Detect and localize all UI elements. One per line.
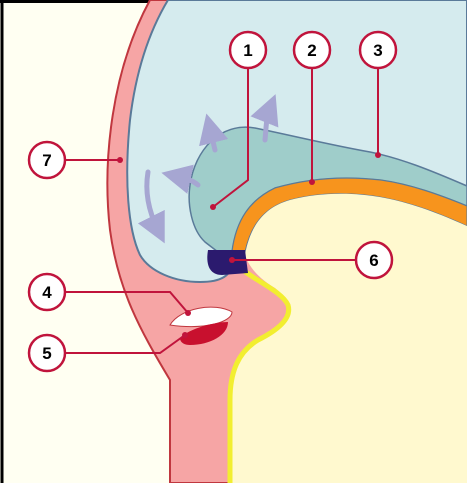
leader-dot-1 <box>210 204 216 210</box>
callout-5: 5 <box>29 335 65 371</box>
callout-2: 2 <box>294 32 330 68</box>
callout-1: 1 <box>230 32 266 68</box>
plug-6 <box>207 250 248 275</box>
callout-1-label: 1 <box>243 41 252 60</box>
floor-region <box>232 194 467 483</box>
leader-dot-5 <box>182 332 188 338</box>
callout-7-label: 7 <box>42 151 51 170</box>
callout-7: 7 <box>29 142 65 178</box>
leader-dot-4 <box>185 310 191 316</box>
callout-4-label: 4 <box>42 283 52 302</box>
callout-5-label: 5 <box>42 344 51 363</box>
leader-dot-7 <box>117 157 123 163</box>
leader-dot-2 <box>309 179 315 185</box>
callout-3-label: 3 <box>373 41 382 60</box>
callout-6-label: 6 <box>369 251 378 270</box>
callout-4: 4 <box>29 274 65 310</box>
leader-dot-3 <box>375 152 381 158</box>
leader-dot-6 <box>229 257 235 263</box>
callout-2-label: 2 <box>307 41 316 60</box>
callout-6: 6 <box>356 242 392 278</box>
callout-3: 3 <box>360 32 396 68</box>
